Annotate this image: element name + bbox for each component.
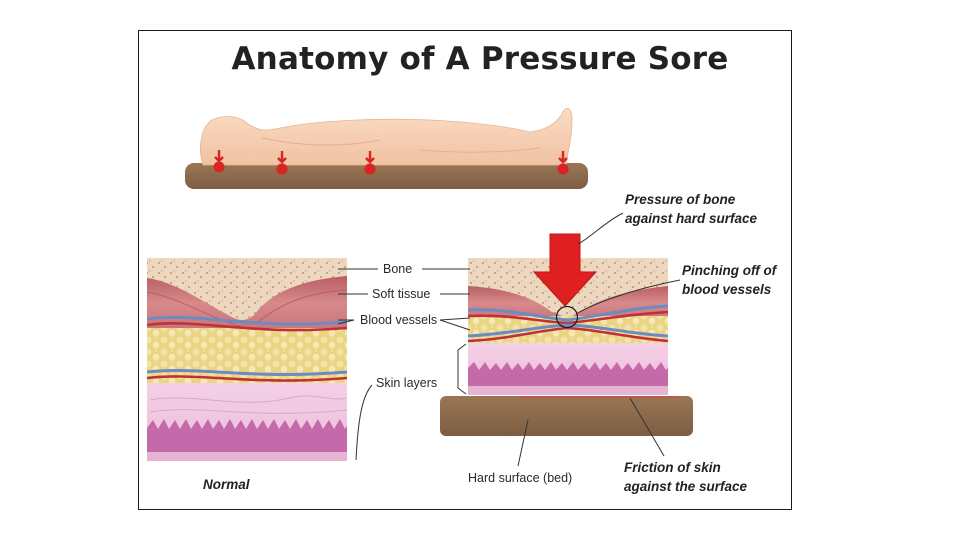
mattress (185, 163, 588, 189)
lying-body (200, 107, 573, 166)
pressure-point-hip (364, 151, 376, 175)
annotation-friction-line2: against the surface (624, 479, 748, 494)
annotation-pressure: Pressure of bone against hard surface (625, 190, 757, 228)
normal-tissue-section (147, 258, 347, 461)
annotation-friction-line1: Friction of skin (624, 460, 721, 475)
pressure-arrow (532, 233, 598, 307)
pressure-point-head (213, 150, 225, 173)
diagram-title: Anatomy of A Pressure Sore (231, 41, 729, 77)
annotation-pressure-line1: Pressure of bone (625, 192, 736, 207)
hard-surface-bed (440, 396, 693, 436)
label-skin-layers: Skin layers (376, 376, 438, 390)
label-hard-surface: Hard surface (bed) (468, 471, 573, 485)
leader-lines (337, 212, 681, 467)
annotation-pinching-line2: blood vessels (682, 282, 772, 297)
label-normal: Normal (203, 477, 250, 492)
label-bone: Bone (383, 262, 413, 276)
pinch-circle (555, 305, 579, 329)
annotation-friction: Friction of skin against the surface (624, 458, 747, 496)
label-soft-tissue: Soft tissue (372, 287, 431, 301)
annotation-pressure-line2: against hard surface (625, 211, 758, 226)
label-blood-vessels: Blood vessels (360, 313, 438, 327)
pressure-point-shoulder (276, 151, 288, 175)
pressure-point-heel (557, 151, 569, 175)
annotation-pinching-line1: Pinching off of (682, 263, 777, 278)
annotation-pinching: Pinching off of blood vessels (682, 261, 776, 299)
